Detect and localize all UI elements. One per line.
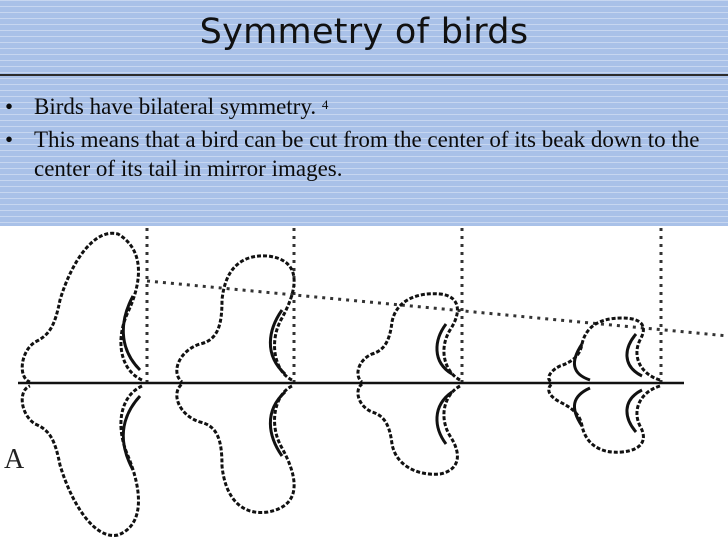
title-divider	[0, 74, 728, 76]
bird-wing-diagram: A	[4, 228, 728, 537]
vertical-guide-lines	[145, 228, 663, 384]
bullet-marker: •	[5, 127, 14, 152]
panel-label: A	[4, 444, 25, 475]
header-band	[0, 0, 728, 226]
bullet-text-2: This means that a bird can be cut from t…	[34, 127, 700, 181]
bird-sketch-4	[547, 316, 661, 454]
bird-sketch-3	[356, 292, 461, 476]
wingtip-trend-line	[146, 279, 728, 338]
bullet-text-1: Birds have bilateral symmetry.	[34, 94, 317, 119]
bird-sketch-1	[20, 231, 143, 537]
bullet-item-2: • This means that a bird can be cut from…	[0, 125, 728, 183]
bird-sketch-2	[175, 254, 296, 514]
bullet-item-1: • Birds have bilateral symmetry. 4	[0, 92, 728, 121]
bullet-list: • Birds have bilateral symmetry. 4 • Thi…	[0, 92, 728, 187]
citation-superscript: 4	[321, 97, 329, 112]
slide-title: Symmetry of birds	[199, 12, 529, 52]
bullet-marker: •	[5, 94, 14, 119]
